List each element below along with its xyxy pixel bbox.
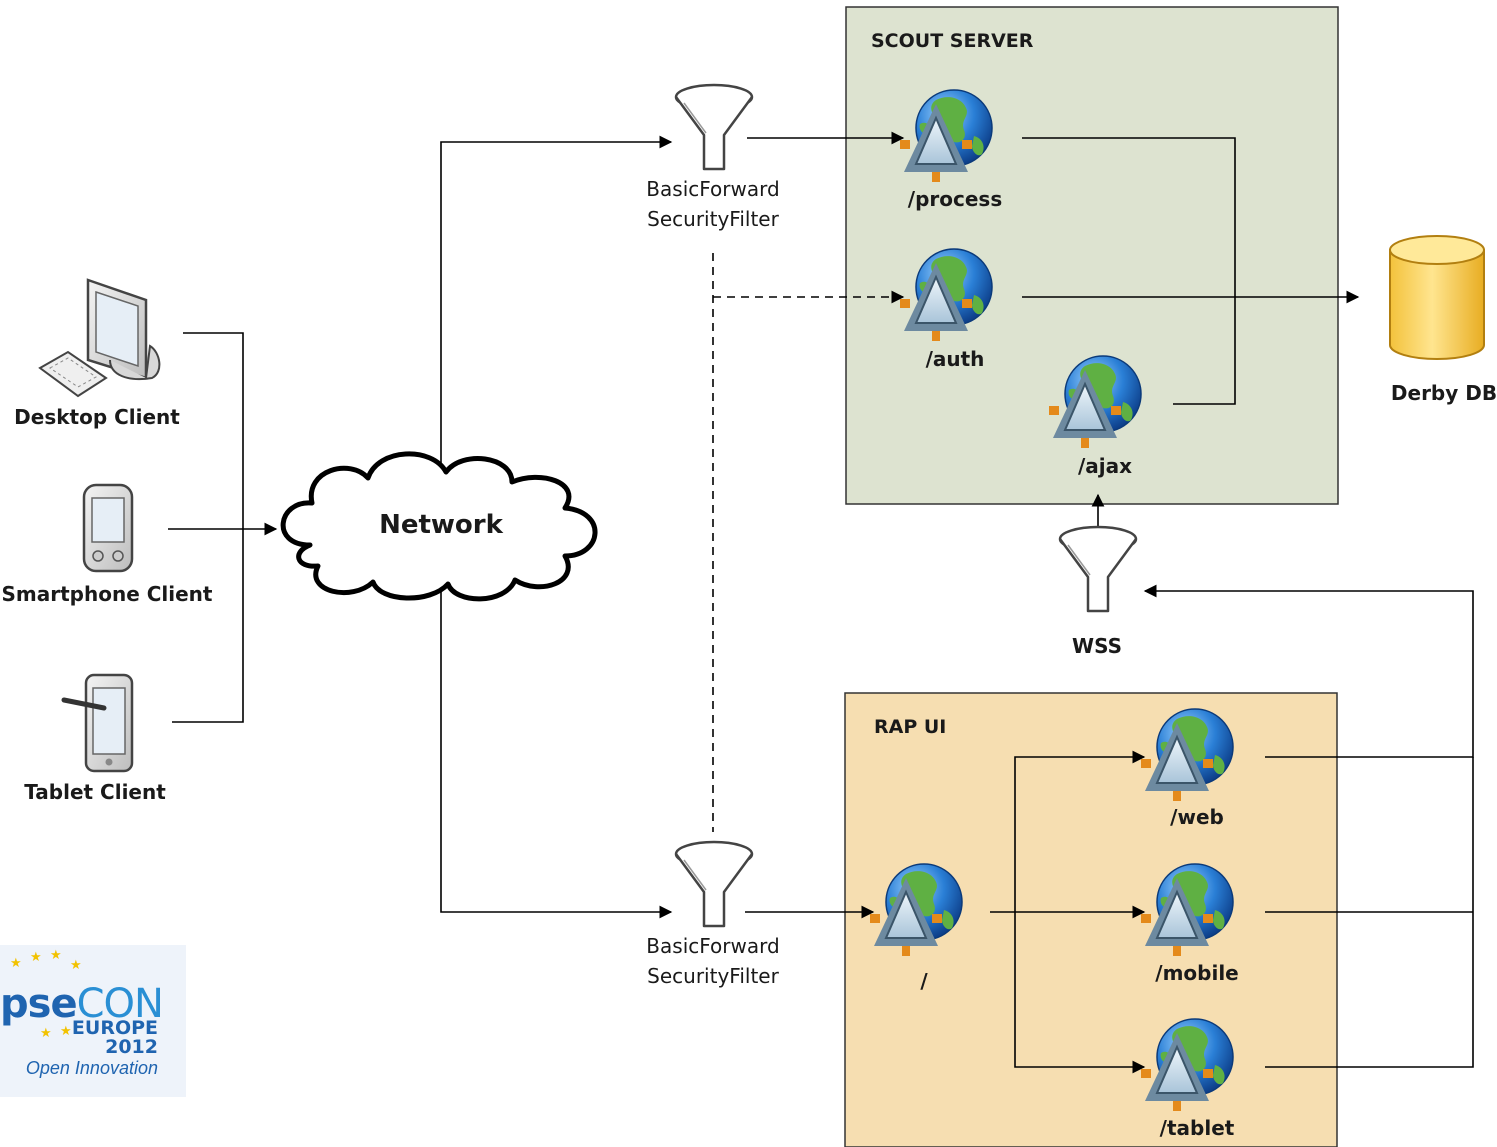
desktop-client-icon (38, 278, 161, 398)
tablet-client-label: Tablet Client (24, 780, 166, 804)
filter-bottom-funnel-icon (674, 840, 754, 928)
connectors (168, 131, 1474, 1074)
rap-ui-title: RAP UI (874, 716, 947, 738)
derby-db-icon (1389, 235, 1485, 360)
tablet-client-icon (61, 673, 134, 773)
logo-region: EUROPE (71, 1017, 158, 1039)
smartphone-client-label: Smartphone Client (1, 582, 213, 606)
scout-server-title: SCOUT SERVER (871, 30, 1034, 52)
servlet-root-label: / (920, 969, 928, 993)
filter-top-label-line2: SecurityFilter (647, 207, 779, 231)
logo-tagline: Open Innovation (25, 1058, 158, 1078)
filter-top-label-line1: BasicForward (646, 177, 780, 201)
derby-db-label: Derby DB (1390, 381, 1497, 405)
logo-year: 2012 (105, 1036, 158, 1058)
cloud-icon (280, 451, 598, 602)
servlet-process-label: /process (907, 187, 1003, 211)
wss-label: WSS (1072, 634, 1122, 658)
filter-bottom-label-line1: BasicForward (646, 934, 780, 958)
servlet-ajax-label: /ajax (1077, 454, 1133, 478)
eclipsecon-logo: ★ ★ ★ ★ ★ ★ pseCON EUROPE 2012 Open Inno… (0, 945, 186, 1097)
desktop-client-label: Desktop Client (14, 405, 180, 429)
smartphone-client-icon (82, 483, 134, 573)
network-label: Network (379, 510, 503, 540)
servlet-mobile-label: /mobile (1155, 961, 1239, 985)
filter-bottom-label-line2: SecurityFilter (647, 964, 779, 988)
servlet-auth-label: /auth (925, 347, 985, 371)
servlet-web-label: /web (1170, 805, 1224, 829)
servlet-tablet-label: /tablet (1159, 1116, 1235, 1140)
wss-funnel-icon (1058, 525, 1138, 613)
filter-top-funnel-icon (674, 83, 754, 171)
logo-brand: pseCON (0, 981, 164, 1027)
